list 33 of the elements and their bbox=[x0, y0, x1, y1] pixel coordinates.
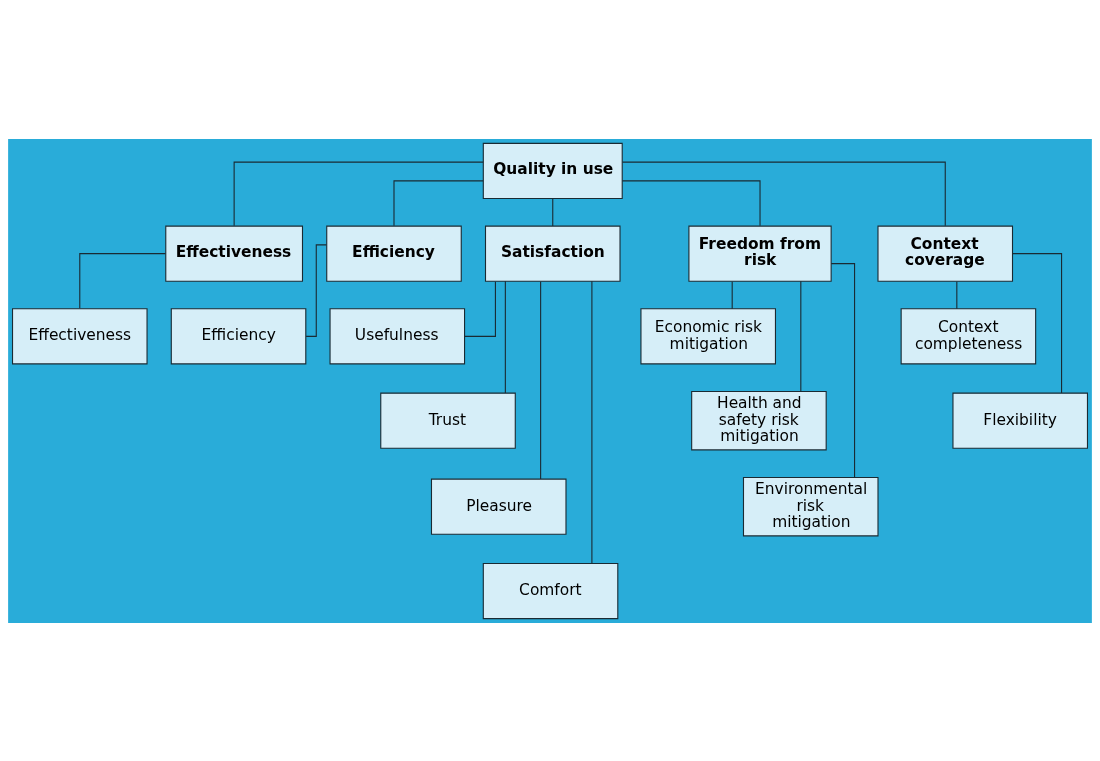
connector bbox=[504, 280, 506, 394]
node-box: Efficiency bbox=[326, 225, 462, 282]
connector bbox=[233, 161, 484, 226]
connector bbox=[305, 243, 327, 337]
connector bbox=[1012, 252, 1063, 394]
node-box: Comfort bbox=[482, 562, 619, 619]
node-box: Satisfaction bbox=[484, 225, 621, 282]
node-box: Pleasure bbox=[430, 478, 567, 535]
connector bbox=[464, 280, 496, 337]
node-box: Environmental risk mitigation bbox=[742, 476, 879, 536]
connector bbox=[621, 179, 761, 226]
node-box: Quality in use bbox=[482, 142, 623, 199]
node-box: Freedom from risk bbox=[688, 225, 832, 282]
connector bbox=[800, 280, 802, 392]
connector bbox=[591, 280, 593, 564]
node-box: Economic risk mitigation bbox=[640, 307, 776, 364]
connector bbox=[79, 252, 167, 309]
node-box: Usefulness bbox=[329, 307, 466, 364]
node-box: Effectiveness bbox=[165, 225, 304, 282]
node-box: Health and safety risk mitigation bbox=[691, 390, 827, 450]
connector bbox=[830, 262, 856, 478]
connector bbox=[621, 161, 946, 226]
node-box: Effectiveness bbox=[11, 307, 148, 364]
connector bbox=[956, 280, 958, 309]
node-box: Flexibility bbox=[952, 392, 1088, 449]
connector bbox=[393, 179, 484, 226]
node-box: Context completeness bbox=[900, 307, 1037, 364]
node-box: Trust bbox=[380, 392, 516, 449]
node-box: Context coverage bbox=[877, 225, 1014, 282]
connector bbox=[731, 280, 733, 309]
connector bbox=[540, 280, 542, 479]
node-box: Efficiency bbox=[170, 307, 307, 364]
connector bbox=[552, 197, 554, 227]
